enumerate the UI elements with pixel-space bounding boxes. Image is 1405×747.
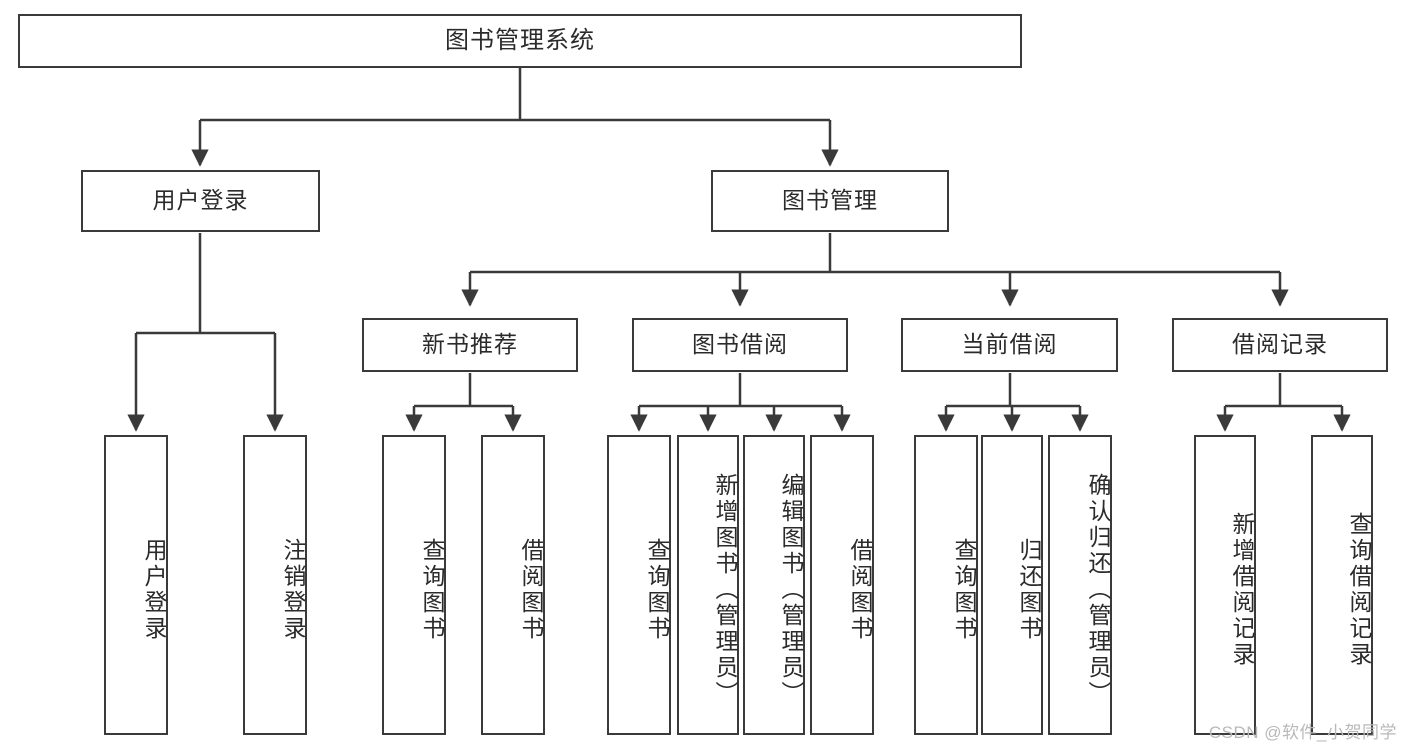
node-leaf-query-borrow-record[interactable]: 查询借阅记录 bbox=[1311, 435, 1373, 735]
node-user-login-label: 用户登录 bbox=[152, 187, 249, 214]
node-leaf-edit-book-admin[interactable]: 编辑图书（管理员） bbox=[743, 435, 805, 735]
node-leaf-logout[interactable]: 注销登录 bbox=[243, 435, 307, 735]
node-new-book-recommend[interactable]: 新书推荐 bbox=[362, 318, 578, 372]
node-leaf-label: 借阅图书 bbox=[518, 538, 544, 642]
node-leaf-label: 新增借阅记录 bbox=[1229, 512, 1255, 668]
node-book-management[interactable]: 图书管理 bbox=[711, 170, 949, 232]
node-current-borrow[interactable]: 当前借阅 bbox=[901, 318, 1118, 372]
node-leaf-label: 查询图书 bbox=[419, 538, 445, 642]
node-book-management-label: 图书管理 bbox=[782, 187, 878, 214]
node-user-login[interactable]: 用户登录 bbox=[81, 170, 320, 232]
node-borrow-record-label: 借阅记录 bbox=[1232, 331, 1328, 358]
node-current-borrow-label: 当前借阅 bbox=[961, 331, 1058, 358]
node-borrow-record[interactable]: 借阅记录 bbox=[1172, 318, 1388, 372]
node-leaf-add-book-admin[interactable]: 新增图书（管理员） bbox=[677, 435, 739, 735]
node-leaf-add-borrow-record[interactable]: 新增借阅记录 bbox=[1194, 435, 1256, 735]
node-leaf-label: 确认归还（管理员） bbox=[1085, 473, 1111, 707]
node-leaf-label: 查询图书 bbox=[644, 538, 670, 642]
node-leaf-return-book[interactable]: 归还图书 bbox=[981, 435, 1043, 735]
node-leaf-label: 归还图书 bbox=[1016, 538, 1042, 642]
node-leaf-label: 用户登录 bbox=[141, 538, 167, 642]
node-leaf-label: 编辑图书（管理员） bbox=[778, 473, 804, 707]
node-new-book-recommend-label: 新书推荐 bbox=[422, 331, 518, 358]
node-leaf-label: 查询借阅记录 bbox=[1346, 512, 1372, 668]
node-book-borrow[interactable]: 图书借阅 bbox=[632, 318, 848, 372]
node-book-borrow-label: 图书借阅 bbox=[692, 331, 788, 358]
watermark-text: CSDN @软件_小贺同学 bbox=[1208, 723, 1397, 742]
node-leaf-borrow-book[interactable]: 借阅图书 bbox=[810, 435, 874, 735]
node-leaf-borrow-book-recommend[interactable]: 借阅图书 bbox=[481, 435, 545, 735]
node-leaf-query-book-recommend[interactable]: 查询图书 bbox=[382, 435, 446, 735]
node-leaf-confirm-return-admin[interactable]: 确认归还（管理员） bbox=[1048, 435, 1112, 735]
node-leaf-label: 借阅图书 bbox=[847, 538, 873, 642]
node-leaf-query-book-current[interactable]: 查询图书 bbox=[914, 435, 978, 735]
node-root-system[interactable]: 图书管理系统 bbox=[18, 14, 1022, 68]
node-leaf-label: 新增图书（管理员） bbox=[712, 473, 738, 707]
node-leaf-label: 注销登录 bbox=[280, 538, 306, 642]
node-leaf-user-login[interactable]: 用户登录 bbox=[104, 435, 168, 735]
node-leaf-query-book-borrow[interactable]: 查询图书 bbox=[607, 435, 671, 735]
node-root-label: 图书管理系统 bbox=[445, 26, 595, 54]
node-leaf-label: 查询图书 bbox=[951, 538, 977, 642]
